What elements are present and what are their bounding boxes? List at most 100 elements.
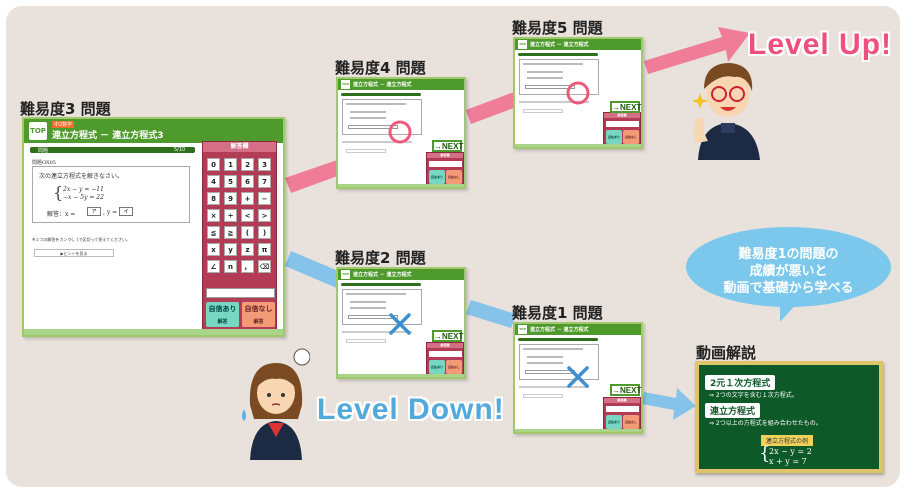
label-level4: 難易度4 問題 (335, 59, 426, 77)
level-up-text: Level Up! (748, 28, 893, 61)
top-logo[interactable]: TOP (341, 270, 350, 279)
hint-button[interactable]: ▶ヒントを見る (34, 249, 114, 257)
not-confident-button[interactable]: 自信なし (623, 415, 639, 429)
board-tag-1: 2元１次方程式 (705, 375, 776, 390)
arrow-up-5-to-levelup (644, 27, 750, 74)
keypad-key[interactable]: < (241, 209, 254, 222)
keypad-key[interactable]: 9 (224, 192, 237, 205)
keypad-key[interactable]: 7 (258, 175, 271, 188)
screen-title: 連立方程式 － 連立方程式 (353, 82, 412, 88)
not-confident-button[interactable]: 自信なし解答 (242, 302, 275, 327)
video-chalkboard[interactable]: 2元１次方程式 ⇒ 2つの文字を含む１次方程式。 連立方程式 ⇒ 2つ以上の方程… (695, 361, 883, 473)
keypad-key[interactable]: ⌫ (258, 260, 271, 273)
blank-i[interactable]: イ (119, 207, 133, 216)
confident-button[interactable]: 自信あり解答 (206, 302, 239, 327)
keypad-key[interactable]: + (241, 192, 254, 205)
tab-question[interactable]: 問題 (38, 148, 49, 154)
hint-button[interactable] (346, 149, 386, 153)
top-logo[interactable]: TOP (518, 40, 527, 49)
hint-button[interactable] (523, 109, 563, 113)
boy-body (698, 123, 760, 160)
main-quiz-screen: TOP 中2数学 連立方程式 － 連立方程式3 問題 5/10 問題OX05 次… (22, 117, 285, 337)
answer-y: , y = (103, 209, 118, 216)
girl-body (250, 421, 302, 460)
keypad-key[interactable]: ÷ (224, 209, 237, 222)
keypad-key[interactable]: 5 (224, 175, 237, 188)
not-confident-button[interactable]: 自信なし (446, 360, 462, 374)
label-level1: 難易度1 問題 (512, 304, 603, 322)
board-tag-2: 連立方程式 (705, 403, 761, 418)
boy-glasses-left (711, 86, 727, 102)
answer-label: 解答：x = (47, 211, 76, 218)
confident-button[interactable]: 自信あり (606, 130, 622, 144)
keypad-key[interactable]: 0 (207, 158, 220, 171)
answer-input[interactable] (606, 406, 639, 412)
boy-face (706, 69, 750, 117)
arrow-down-1-to-video (642, 388, 696, 420)
keypad-key[interactable]: x (207, 243, 220, 256)
confident-button[interactable]: 自信あり (606, 415, 622, 429)
boy-character (692, 63, 760, 160)
sweat-drop-icon (242, 409, 246, 421)
keypad-key[interactable]: n (224, 260, 237, 273)
question-id: 問題OX05 (32, 160, 56, 166)
keypad-key[interactable]: − (258, 192, 271, 205)
keypad-key[interactable]: 1 (224, 158, 237, 171)
keypad-key[interactable]: > (258, 209, 271, 222)
keypad-key[interactable]: ， (241, 260, 254, 273)
unit-tag: 中2数学 (52, 121, 75, 128)
answer-blanks[interactable] (348, 125, 398, 129)
keypad-key[interactable]: ∠ (207, 260, 220, 273)
keypad-key[interactable]: 6 (241, 175, 254, 188)
keypad-key[interactable]: 3 (258, 158, 271, 171)
arrow-down-3-to-2 (285, 251, 343, 288)
answer-blanks[interactable] (348, 315, 398, 319)
next-button-level4[interactable]: →NEXT (432, 140, 464, 152)
boy-hand (694, 117, 708, 143)
keypad-key[interactable]: 2 (241, 158, 254, 171)
keypad-key[interactable]: z (241, 243, 254, 256)
girl-face (257, 372, 295, 414)
boy-hair (704, 63, 753, 91)
top-logo[interactable]: TOP (518, 325, 527, 334)
keypad-key[interactable]: y (224, 243, 237, 256)
next-button-level5[interactable]: →NEXT (610, 101, 642, 113)
next-button-level2[interactable]: →NEXT (432, 330, 464, 342)
not-confident-button[interactable]: 自信なし (623, 130, 639, 144)
hint-button[interactable] (346, 339, 386, 343)
answer-input[interactable] (429, 161, 462, 167)
girl-character (242, 348, 310, 460)
screen-title: 連立方程式 － 連立方程式 (353, 272, 412, 278)
keypad-key[interactable]: × (207, 209, 220, 222)
confident-button[interactable]: 自信あり (429, 360, 445, 374)
not-confident-button[interactable]: 自信なし (446, 170, 462, 184)
top-logo[interactable]: TOP (29, 122, 47, 140)
answer-panel: 解答欄 自信あり 自信なし (426, 342, 464, 377)
screen-title: 連立方程式 － 連立方程式 (530, 42, 589, 48)
answer-input[interactable] (429, 351, 462, 357)
hint-note: ※２つの解答をカンマ(，)で区切って答えてください。 (32, 237, 130, 242)
girl-scarf (268, 423, 284, 437)
keypad-key[interactable]: ( (241, 226, 254, 239)
hint-button[interactable] (523, 394, 563, 398)
progress-count: 5/10 (174, 147, 186, 153)
answer-input[interactable] (206, 288, 275, 298)
level-down-text: Level Down! (317, 393, 505, 426)
next-button-level1[interactable]: →NEXT (610, 384, 642, 396)
keypad-key[interactable]: ≧ (224, 226, 237, 239)
answer-input[interactable] (606, 121, 639, 127)
keypad-key[interactable]: π (258, 243, 271, 256)
top-logo[interactable]: TOP (341, 80, 350, 89)
confident-button[interactable]: 自信あり (429, 170, 445, 184)
keypad-key[interactable]: 8 (207, 192, 220, 205)
keypad-key[interactable]: 4 (207, 175, 220, 188)
girl-eye-left (267, 393, 271, 397)
blank-a[interactable]: ア (87, 207, 101, 216)
answer-blanks[interactable] (525, 85, 575, 89)
keypad-key[interactable]: ≦ (207, 226, 220, 239)
correct-circle-icon (566, 81, 590, 105)
arrow-down-2-to-1 (466, 300, 516, 328)
keypad-key[interactable]: ) (258, 226, 271, 239)
